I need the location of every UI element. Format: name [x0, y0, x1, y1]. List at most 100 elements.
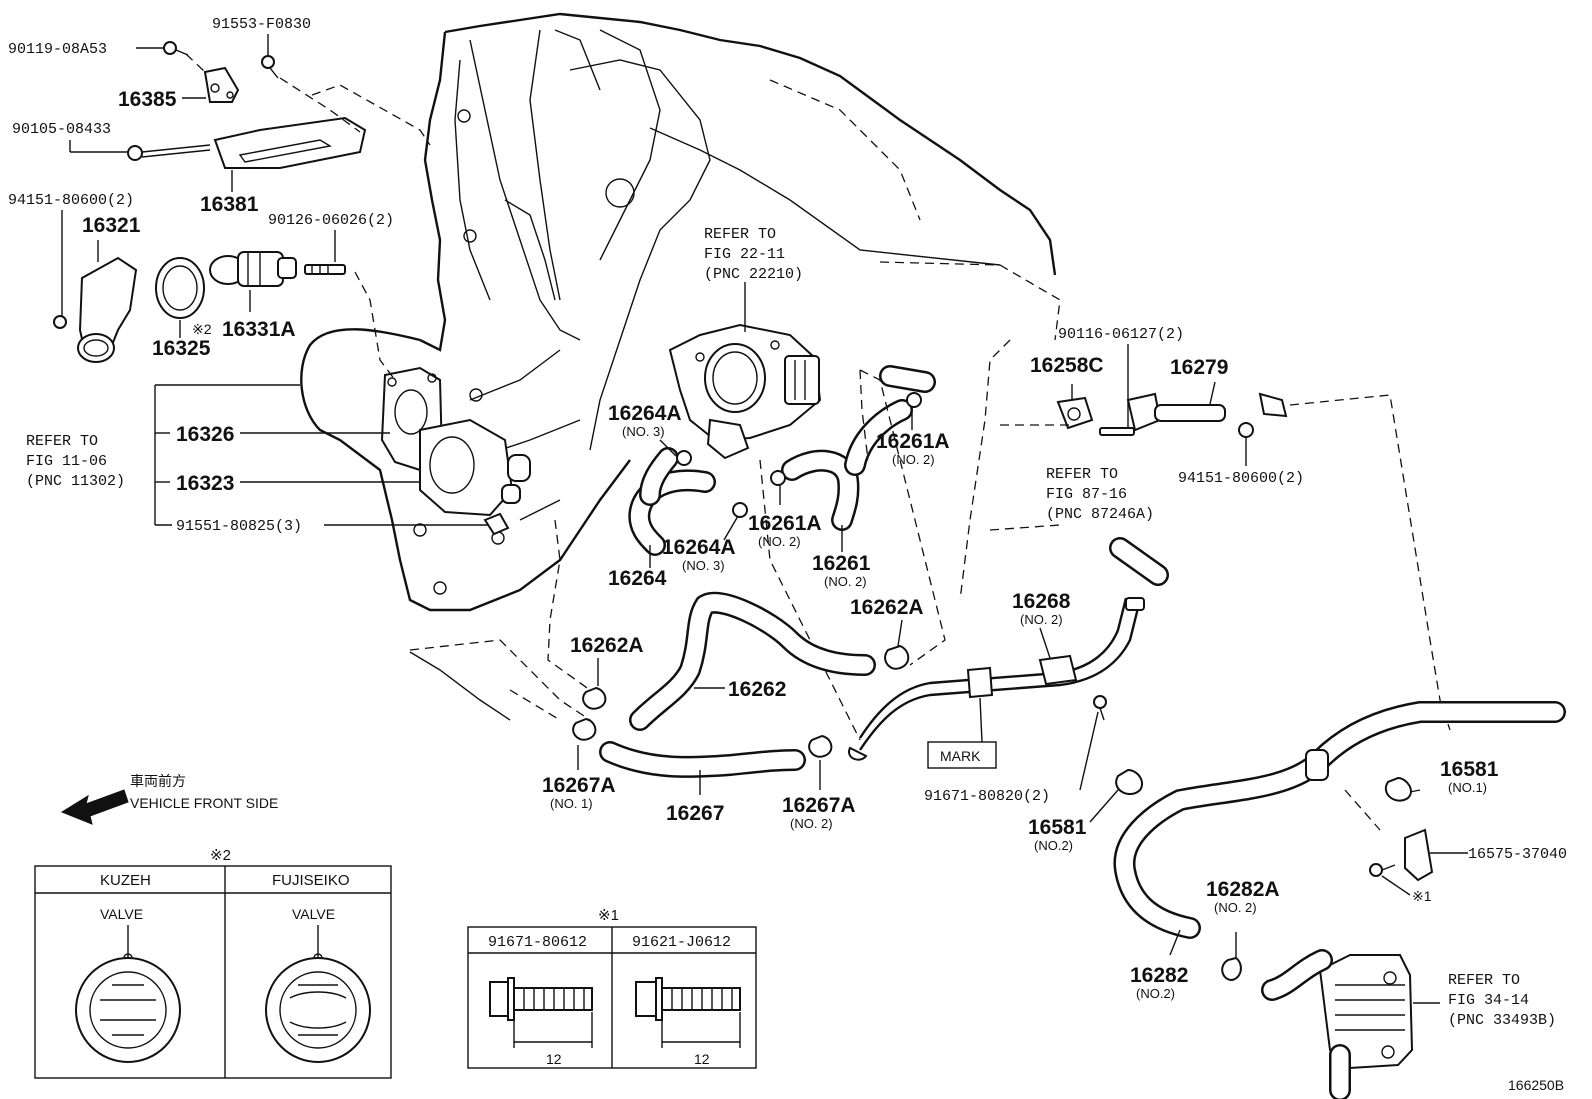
- bracket-16385: [203, 66, 240, 103]
- box1-dim2: 12: [694, 1051, 710, 1067]
- label-16323: 16323: [176, 472, 234, 495]
- box2-mark: ※2: [210, 847, 231, 864]
- label-16321: 16321: [82, 214, 141, 237]
- ref3-line3: (PNC 87246A): [1046, 506, 1154, 523]
- box2-col2: FUJISEIKO: [272, 872, 350, 889]
- front-label-jp: 車両前方: [130, 773, 186, 789]
- hose-16264: [628, 447, 716, 556]
- kuzeh-thermostat-icon: [75, 957, 181, 1063]
- label-16581-1: 16581: [1440, 758, 1499, 781]
- clamp-16282A: [1221, 956, 1242, 982]
- label-16264: 16264: [608, 567, 667, 590]
- label-16264A-1: 16264A: [608, 402, 682, 425]
- ref1-line1: REFER TO: [704, 226, 776, 243]
- box1-dim1: 12: [546, 1051, 562, 1067]
- mark-box: [927, 741, 997, 769]
- water-inlet-16321: [53, 256, 138, 363]
- label-90119-08A53: 90119-08A53: [8, 41, 107, 58]
- thermostat-16331A: [209, 251, 297, 287]
- label-16261A-1: 16261A: [876, 430, 950, 453]
- label-91671-80820: 91671-80820(2): [924, 788, 1050, 805]
- ref2-line1: REFER TO: [26, 433, 98, 450]
- label-16268-sub: (NO. 2): [1020, 612, 1063, 627]
- fujiseiko-thermostat-icon: [265, 957, 371, 1063]
- bolt-91553: [261, 55, 279, 79]
- stud-bolt-90126: [304, 264, 346, 275]
- label-16261A-1-sub: (NO. 2): [892, 452, 935, 467]
- leader-lines: [61, 34, 1468, 1004]
- box1-col1: 91671-80612: [488, 934, 587, 951]
- gasket-16325: [155, 257, 205, 319]
- bolt-90119: [163, 41, 189, 56]
- reference-notes: REFER TO FIG 22-11 (PNC 22210) REFER TO …: [26, 226, 1556, 1029]
- water-pipe-16268: [858, 597, 1145, 751]
- front-arrow-icon: [60, 789, 129, 825]
- label-16575-37040: 16575-37040: [1468, 846, 1567, 863]
- label-16267A-1: 16267A: [542, 774, 616, 797]
- flange-bolt-icon: [489, 977, 593, 1021]
- label-94151-80600-a: 94151-80600(2): [8, 192, 134, 209]
- ref2-line3: (PNC 11302): [26, 473, 125, 490]
- label-16267: 16267: [666, 802, 724, 825]
- ref1-line2: FIG 22-11: [704, 246, 785, 263]
- label-16261-sub: (NO. 2): [824, 574, 867, 589]
- ref4-line1: REFER TO: [1448, 972, 1520, 989]
- label-16581-1-sub: (NO.1): [1448, 780, 1487, 795]
- throttle-body: [668, 323, 822, 460]
- oil-cooler: [1261, 949, 1414, 1099]
- ref3-line1: REFER TO: [1046, 466, 1118, 483]
- label-16282A: 16282A: [1206, 878, 1280, 901]
- label-16279: 16279: [1170, 356, 1228, 379]
- label-mark: MARK: [940, 748, 981, 764]
- label-16262A-2: 16262A: [850, 596, 924, 619]
- thermostat-type-table: ※2 KUZEH FUJISEIKO VALVE VALVE: [34, 847, 392, 1079]
- label-16261: 16261: [812, 552, 871, 575]
- front-label-en: VEHICLE FRONT SIDE: [130, 795, 278, 811]
- label-16262A-1: 16262A: [570, 634, 644, 657]
- bracket-16381: [213, 116, 367, 169]
- pipe-16279: [1056, 392, 1288, 438]
- label-16282-sub: (NO.2): [1136, 986, 1175, 1001]
- bracket-16575: [1369, 828, 1434, 882]
- label-91551-80825: 91551-80825(3): [176, 518, 302, 535]
- label-16264A-2: 16264A: [662, 536, 736, 559]
- label-90126-06026: 90126-06026(2): [268, 212, 394, 229]
- label-16326: 16326: [176, 423, 234, 446]
- clamps-small: [572, 392, 922, 761]
- part-labels: 90119-08A53 91553-F0830 16385 90105-0843…: [8, 16, 1567, 1001]
- label-16258C: 16258C: [1030, 354, 1104, 377]
- label-90105-08433: 90105-08433: [12, 121, 111, 138]
- figure-id: 166250B: [1508, 1077, 1564, 1093]
- ref4-line3: (PNC 33493B): [1448, 1012, 1556, 1029]
- hose-16282: [1113, 701, 1566, 939]
- ref1-line3: (PNC 22210): [704, 266, 803, 283]
- hose-16261: [781, 365, 936, 531]
- label-90116-06127: 90116-06127(2): [1058, 326, 1184, 343]
- label-91553-F0830: 91553-F0830: [212, 16, 311, 33]
- box2-valve2: VALVE: [292, 906, 335, 922]
- label-16381: 16381: [200, 193, 259, 216]
- ref3-line2: FIG 87-16: [1046, 486, 1127, 503]
- water-pump-assembly: [380, 366, 531, 536]
- label-16385: 16385: [118, 88, 177, 111]
- hex-bolt-icon: [635, 977, 741, 1021]
- clamp-16581: [1115, 768, 1412, 802]
- label-94151-80600-b: 94151-80600(2): [1178, 470, 1304, 487]
- label-note1-ref: ※1: [1412, 888, 1432, 904]
- vehicle-front-indicator: 車両前方 VEHICLE FRONT SIDE: [60, 773, 278, 825]
- label-16282A-sub: (NO. 2): [1214, 900, 1257, 915]
- label-16264A-2-sub: (NO. 3): [682, 558, 725, 573]
- label-16264A-1-sub: (NO. 3): [622, 424, 665, 439]
- hose-16267: [599, 741, 806, 778]
- bolt-type-table: ※1 91671-80612 91621-J0612 12 12: [467, 907, 757, 1069]
- label-16282: 16282: [1130, 964, 1188, 987]
- label-16331A: 16331A: [222, 318, 296, 341]
- box1-col2: 91621-J0612: [632, 934, 731, 951]
- label-16261A-2-sub: (NO. 2): [758, 534, 801, 549]
- label-16581-2-sub: (NO.2): [1034, 838, 1073, 853]
- ref2-line2: FIG 11-06: [26, 453, 107, 470]
- label-16267A-2-sub: (NO. 2): [790, 816, 833, 831]
- label-16261A-2: 16261A: [748, 512, 822, 535]
- label-16268: 16268: [1012, 590, 1071, 613]
